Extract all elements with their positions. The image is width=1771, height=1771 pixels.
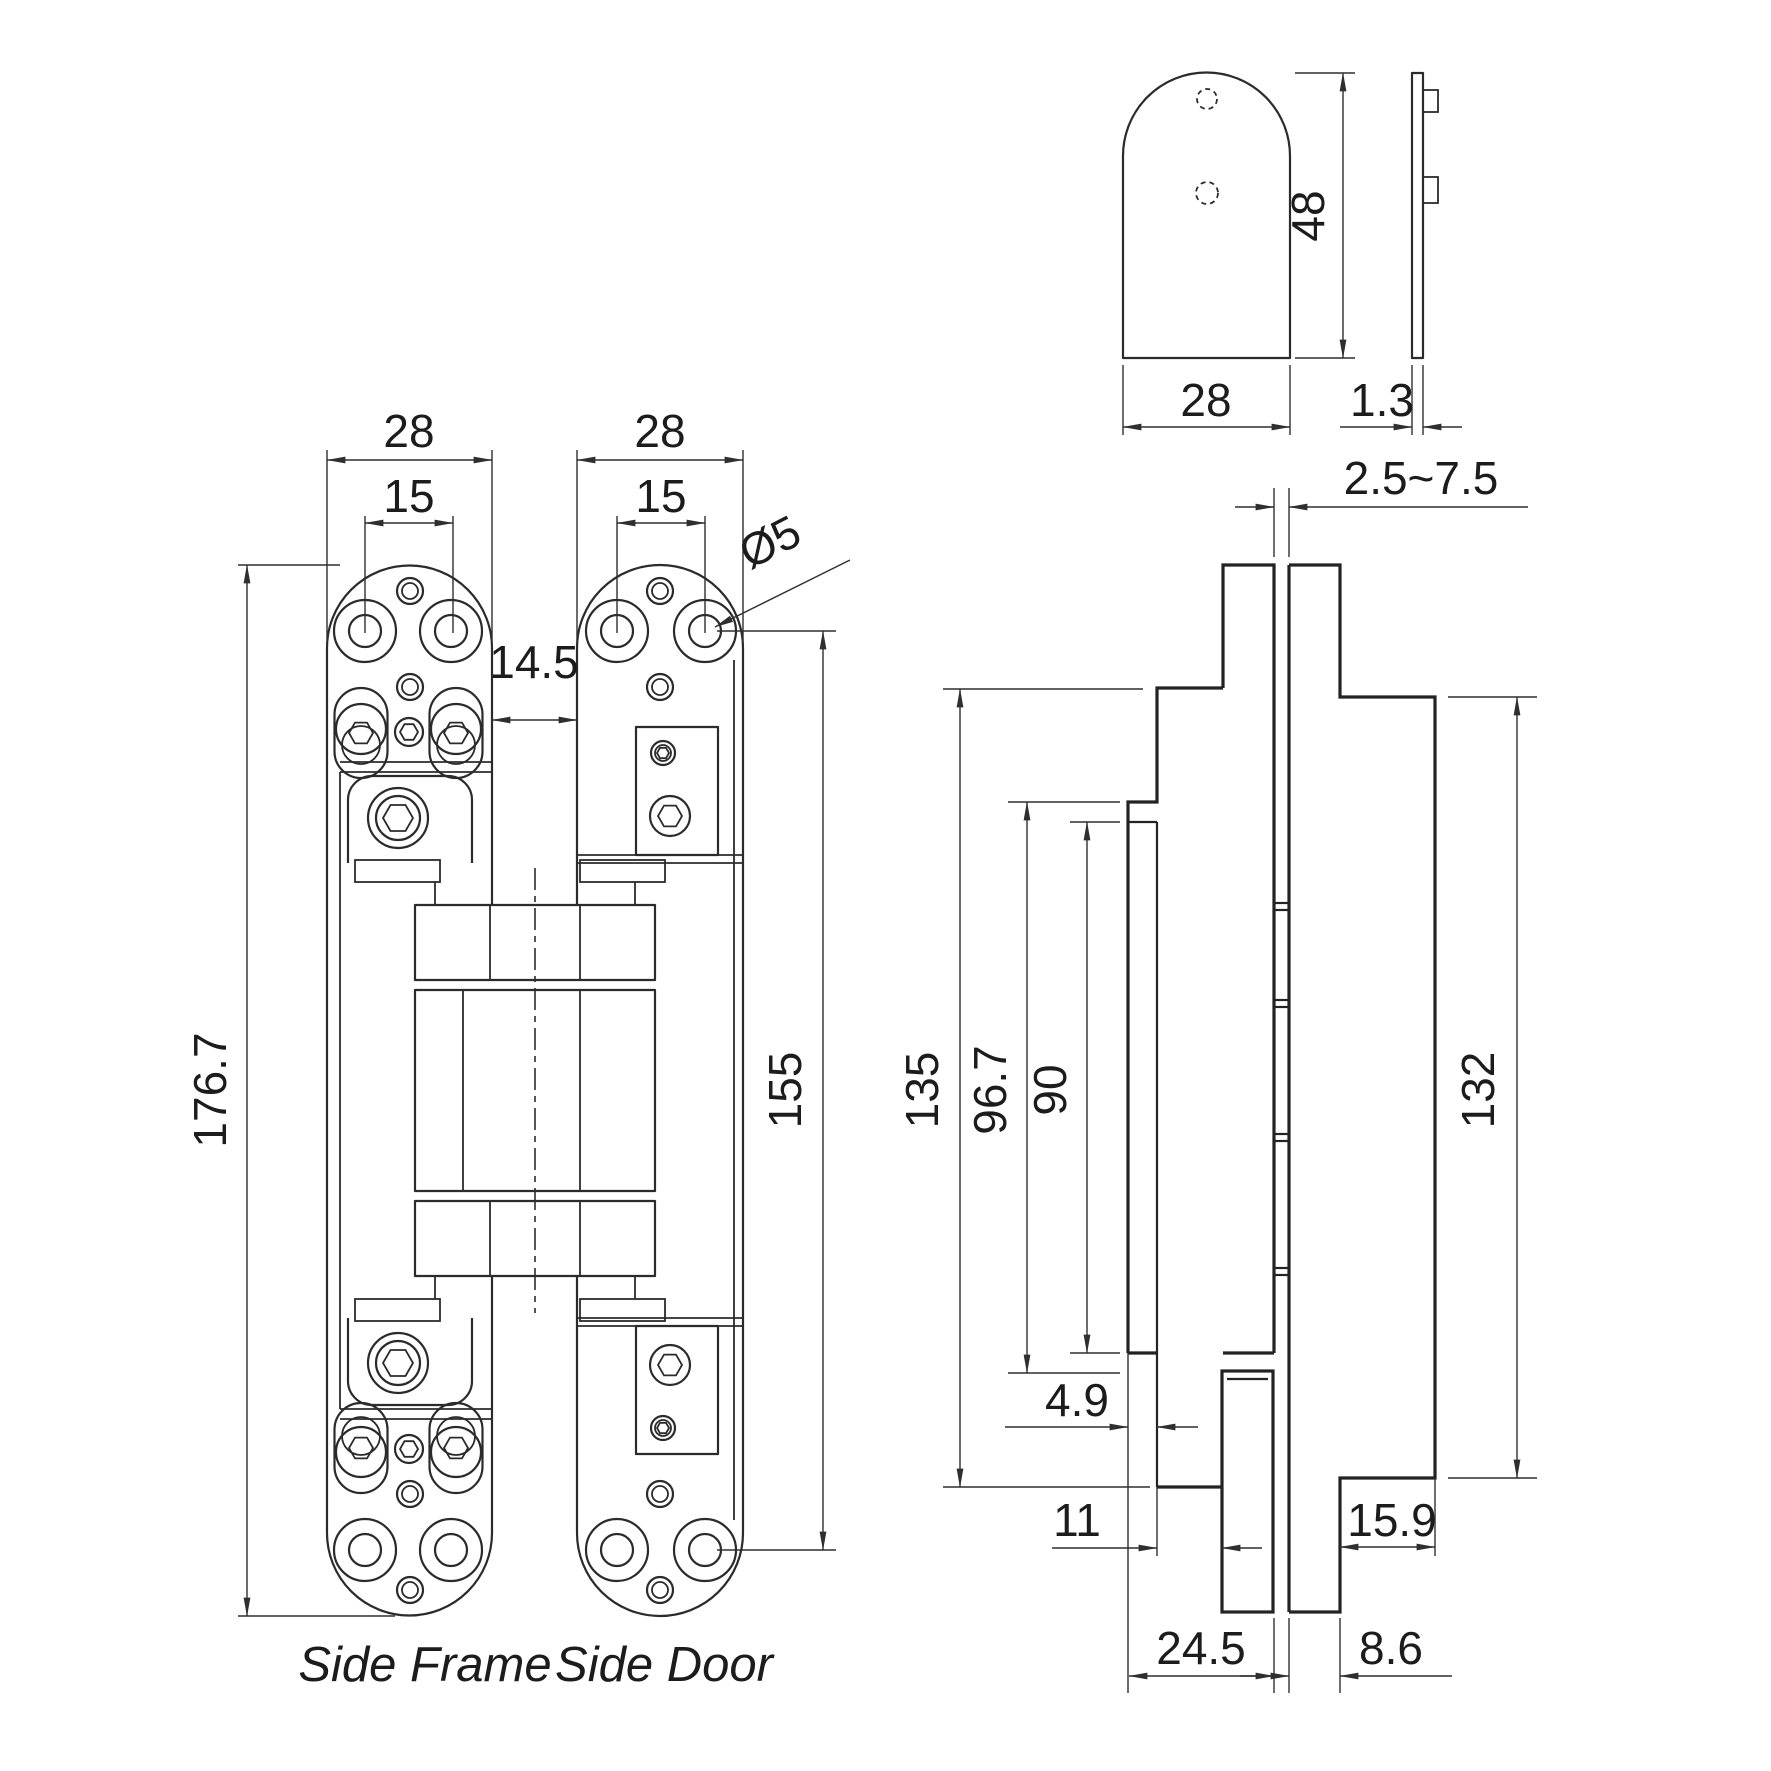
cap-side-view: 1.3	[1340, 71, 1462, 435]
dim-frame-depth: 24.5	[1156, 1622, 1246, 1674]
side-door-label: Side Door	[555, 1638, 775, 1692]
side-frame-leaf	[325, 564, 494, 1617]
dim-frame-total: 135	[896, 1052, 948, 1129]
door-top-holes	[584, 576, 738, 857]
section-knuckles	[1274, 901, 1289, 1277]
dim-cap-width: 28	[1180, 374, 1231, 426]
dim-hole-span: 155	[759, 1052, 811, 1129]
dim-door-hole-spacing: 15	[635, 470, 686, 522]
frame-bottom-holes	[332, 1401, 484, 1605]
dim-total-height: 176.7	[184, 1032, 236, 1147]
dim-door-width: 28	[634, 405, 685, 457]
section-view: 2.5~7.5 135 96.7 90 132 4.9	[896, 452, 1537, 1693]
frame-bottom-clamp	[346, 1318, 474, 1407]
dim-door-length: 132	[1452, 1052, 1504, 1129]
door-bottom-holes	[584, 1324, 738, 1605]
side-frame-label: Side Frame	[298, 1638, 551, 1692]
frame-top-clamp	[346, 774, 474, 863]
cap-pin-top	[1422, 89, 1439, 113]
dim-frame-body: 96.7	[964, 1045, 1016, 1135]
frame-top-holes	[332, 576, 484, 780]
front-view-dimensions: 28 15 28 15 Ø5 14.5 176.7 155 Side Frame	[184, 405, 851, 1692]
cap-front-view: 48 28	[1121, 71, 1355, 435]
dim-cap-height: 48	[1282, 190, 1334, 241]
cap-hidden-hole-bottom	[1195, 181, 1219, 205]
dim-frame-inner: 90	[1024, 1064, 1076, 1115]
side-door-leaf	[575, 563, 745, 1618]
cap-pin-bottom	[1422, 176, 1439, 204]
dim-cap-thickness: 1.3	[1350, 374, 1414, 426]
dim-door-thickness: 8.6	[1359, 1622, 1423, 1674]
section-dimensions: 2.5~7.5 135 96.7 90 132 4.9	[896, 452, 1537, 1693]
section-door-plate	[1287, 563, 1437, 1614]
dim-center-gap: 14.5	[489, 636, 579, 688]
dim-frame-hole-spacing: 15	[383, 470, 434, 522]
section-frame-plate	[1126, 563, 1276, 1614]
hinge-barrel	[354, 859, 666, 1322]
dim-door-gap: 2.5~7.5	[1344, 452, 1499, 504]
dim-step: 4.9	[1045, 1374, 1109, 1426]
cap-hidden-hole-top	[1196, 88, 1218, 110]
dim-frame-width: 28	[383, 405, 434, 457]
dim-offset: 11	[1053, 1494, 1101, 1546]
dim-flange: 15.9	[1347, 1494, 1437, 1546]
